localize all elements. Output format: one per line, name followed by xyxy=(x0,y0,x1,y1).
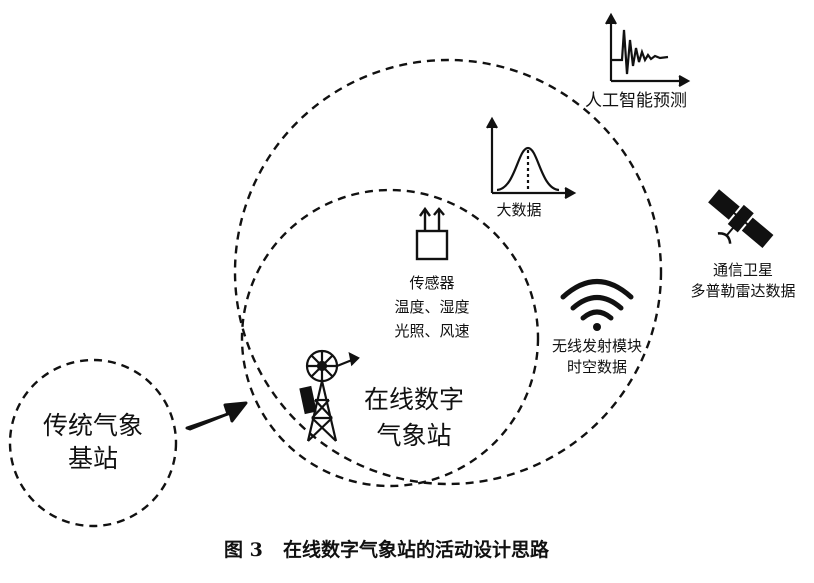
satellite-line1: 通信卫星 xyxy=(713,261,773,279)
sensor-title: 传感器 xyxy=(409,274,454,292)
online-station-line1: 在线数字 xyxy=(364,385,464,414)
weather-station-tower-icon xyxy=(299,349,360,442)
wifi-icon xyxy=(560,279,634,331)
inner-circle xyxy=(240,188,540,488)
ai-label: 人工智能预测 xyxy=(585,91,687,111)
satellite-line2: 多普勒雷达数据 xyxy=(690,282,795,300)
right-arrow-icon xyxy=(185,401,248,431)
damped-oscillation-chart-icon xyxy=(605,12,691,87)
wireless-line2: 时空数据 xyxy=(567,358,627,376)
traditional-station-line2: 基站 xyxy=(68,444,118,473)
big-data-label: 大数据 xyxy=(496,201,541,219)
sensor-line1: 温度、湿度 xyxy=(394,298,469,316)
wireless-line1: 无线发射模块 xyxy=(552,337,642,355)
sensor-box-icon xyxy=(415,206,449,261)
outer-circle xyxy=(233,58,663,486)
bell-curve-chart-icon xyxy=(486,116,577,199)
sensor-line2: 光照、风速 xyxy=(394,322,469,340)
online-station-line2: 气象站 xyxy=(376,421,451,450)
traditional-station-line1: 传统气象 xyxy=(43,411,143,440)
satellite-icon xyxy=(708,189,774,248)
figure-number: 图 3 xyxy=(224,539,263,561)
traditional-station-circle xyxy=(8,358,178,528)
figure-title: 在线数字气象站的活动设计思路 xyxy=(283,538,550,561)
